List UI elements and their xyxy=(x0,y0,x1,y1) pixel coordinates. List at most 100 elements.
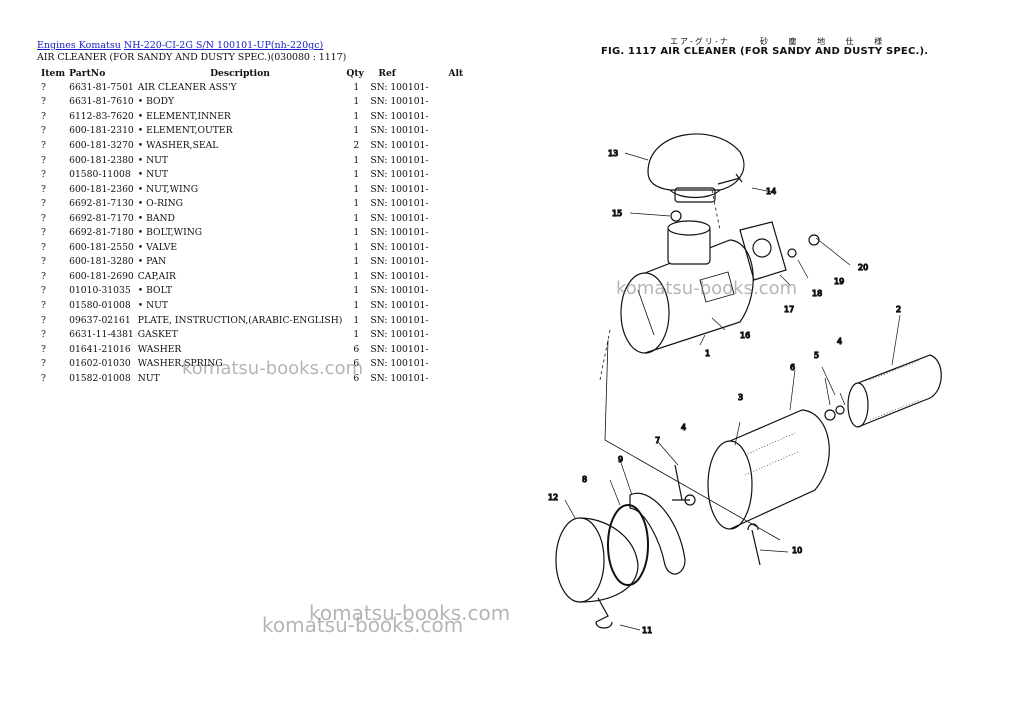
cell-item: ? xyxy=(41,110,46,122)
cell-item: ? xyxy=(41,198,46,210)
col-header-qty: Qty xyxy=(346,67,364,79)
cell-ref: SN: 100101- xyxy=(370,372,429,384)
cell-qty: 6 xyxy=(353,372,360,384)
col-header-partno: PartNo xyxy=(69,67,106,79)
cell-item: ? xyxy=(41,299,46,311)
callout-5: 5 xyxy=(814,351,819,360)
breadcrumb-link-model[interactable]: NH-220-CI-2G S/N 100101-UP(nh-220gc) xyxy=(123,40,324,51)
callout-10: 10 xyxy=(792,546,802,555)
cell-ref: SN: 100101- xyxy=(370,270,429,282)
cell-qty: 2 xyxy=(353,139,360,151)
cell-alt xyxy=(446,211,470,226)
cell-description: • NUT,WING xyxy=(137,183,199,195)
cell-alt xyxy=(446,269,470,284)
cell-qty: 1 xyxy=(353,198,360,210)
cell-ref: SN: 100101- xyxy=(370,110,429,122)
cell-qty: 1 xyxy=(353,81,360,93)
cell-ref: SN: 100101- xyxy=(370,125,429,137)
cell-alt xyxy=(446,124,470,139)
col-header-alt: Alt xyxy=(448,67,464,79)
cell-partno: 01580-11008 xyxy=(69,169,131,181)
diagram-part-outer-element xyxy=(707,409,830,530)
cell-partno: 01010-31035 xyxy=(69,285,131,297)
callout-16: 16 xyxy=(740,331,750,340)
callout-3: 3 xyxy=(738,393,743,402)
cell-item: ? xyxy=(41,96,46,108)
callout-20: 20 xyxy=(858,263,868,272)
diagram-part-bolt xyxy=(717,173,743,185)
cell-qty: 1 xyxy=(353,183,360,195)
cell-item: ? xyxy=(41,139,46,151)
cell-alt xyxy=(446,167,470,182)
cell-partno: 6631-81-7501 xyxy=(69,81,134,93)
cell-ref: SN: 100101- xyxy=(370,96,429,108)
cell-description: • BOLT xyxy=(137,285,173,297)
cell-item: ? xyxy=(41,314,46,326)
callout-18: 18 xyxy=(812,289,822,298)
diagram-part-nut-2 xyxy=(824,409,836,421)
cell-partno: 6692-81-7180 xyxy=(69,227,134,239)
cell-description: GASKET xyxy=(137,329,178,341)
cell-alt xyxy=(446,371,470,386)
cell-partno: 01580-01008 xyxy=(69,299,131,311)
cell-item: ? xyxy=(41,358,46,370)
diagram-part-seal-washer xyxy=(835,405,845,415)
cell-alt xyxy=(446,284,470,299)
watermark: komatsu-books.com xyxy=(309,601,511,625)
cell-partno: 01582-01008 xyxy=(69,372,131,384)
cell-alt xyxy=(446,255,470,270)
breadcrumb: Engines Komatsu NH-220-CI-2G S/N 100101-… xyxy=(37,40,323,51)
cell-qty: 1 xyxy=(353,169,360,181)
cell-qty: 1 xyxy=(353,270,360,282)
cell-ref: SN: 100101- xyxy=(370,227,429,239)
cell-description: • WASHER,SEAL xyxy=(137,139,219,151)
diagram-part-bolt-10 xyxy=(747,523,761,566)
cell-ref: SN: 100101- xyxy=(370,329,429,341)
figure-title: FIG. 1117 AIR CLEANER (FOR SANDY AND DUS… xyxy=(601,46,929,57)
cell-partno: 01641-21016 xyxy=(69,343,131,355)
cell-partno: 6631-81-7610 xyxy=(69,96,134,108)
cell-alt xyxy=(446,95,470,110)
cell-qty: 1 xyxy=(353,314,360,326)
cell-qty: 1 xyxy=(353,154,360,166)
cell-ref: SN: 100101- xyxy=(370,256,429,268)
cell-qty: 6 xyxy=(353,343,360,355)
cell-item: ? xyxy=(41,241,46,253)
cell-partno: 600-181-2550 xyxy=(69,241,134,253)
callout-14: 14 xyxy=(766,187,776,196)
diagram-part-nut xyxy=(670,210,682,222)
cell-description: • ELEMENT,INNER xyxy=(137,110,231,122)
cell-partno: 6631-11-4381 xyxy=(69,329,134,341)
cell-qty: 1 xyxy=(353,285,360,297)
cell-qty: 1 xyxy=(353,329,360,341)
cell-item: ? xyxy=(41,154,46,166)
diagram-part-wing-nut xyxy=(684,494,696,506)
callout-9: 9 xyxy=(618,455,623,464)
callout-6: 6 xyxy=(790,363,795,372)
cell-partno: 600-181-2360 xyxy=(69,183,134,195)
diagram-part-band xyxy=(629,492,686,575)
cell-description: • VALVE xyxy=(137,241,178,253)
breadcrumb-link-engines[interactable]: Engines Komatsu xyxy=(37,40,121,51)
cell-ref: SN: 100101- xyxy=(370,198,429,210)
cell-qty: 1 xyxy=(353,299,360,311)
cell-item: ? xyxy=(41,81,46,93)
cell-item: ? xyxy=(41,256,46,268)
cell-qty: 1 xyxy=(353,110,360,122)
col-header-item: Item xyxy=(41,67,66,79)
cell-ref: SN: 100101- xyxy=(370,183,429,195)
cell-item: ? xyxy=(41,169,46,181)
cell-qty: 1 xyxy=(353,212,360,224)
cell-qty: 1 xyxy=(353,125,360,137)
cell-item: ? xyxy=(41,329,46,341)
